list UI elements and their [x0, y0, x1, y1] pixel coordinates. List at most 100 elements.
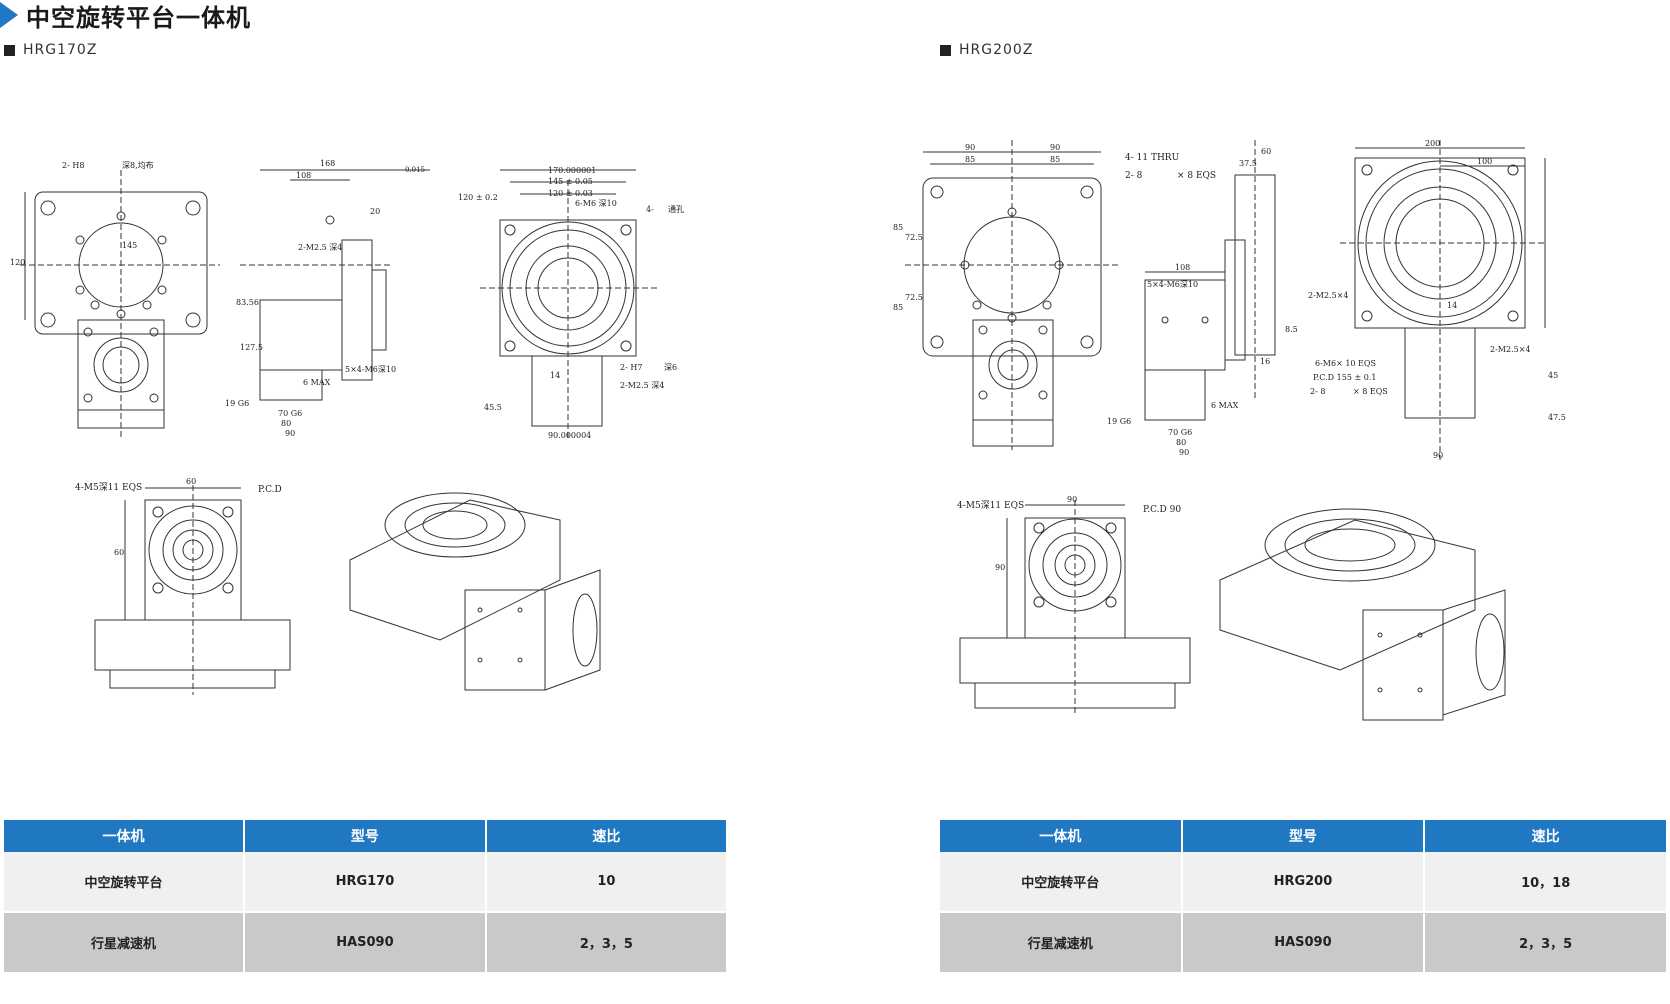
dim-label: 37.5: [1239, 159, 1257, 168]
dim-label: 19 G6: [1107, 417, 1131, 426]
dim-label: 100: [1477, 157, 1492, 166]
model-name-left: HRG170Z: [23, 42, 98, 58]
table-row: 中空旋转平台 HRG200 10，18: [940, 852, 1666, 911]
table-header: 型号: [245, 820, 485, 852]
dim-label: 90: [1067, 495, 1077, 504]
drawing-hrg200z: 90 90 85 85 4- 11 THRU 2- 8 × 8 EQS 85 8…: [893, 140, 1566, 721]
table-cell: HAS090: [1182, 913, 1424, 972]
dim-label: 108: [296, 171, 311, 180]
dim-label: 2- H7: [620, 363, 642, 372]
dim-label: 4- 11 THRU: [1125, 153, 1180, 163]
dim-label: 120: [10, 258, 25, 267]
dim-label: 6-M6× 10 EQS: [1315, 359, 1376, 368]
flange-view-170: [94, 485, 291, 695]
dim-label: 90: [1179, 448, 1189, 457]
dim-label: 72.5: [905, 233, 923, 242]
table-cell: HRG170: [245, 852, 485, 911]
dim-label: 83.56: [236, 298, 259, 307]
dim-label: 2- 8: [1310, 387, 1325, 396]
spec-table-right: 一体机 型号 速比 中空旋转平台 HRG200 10，18 行星减速机 HAS0…: [938, 820, 1668, 972]
dim-label: 60: [1261, 147, 1271, 156]
dim-label: 2- 8: [1125, 171, 1143, 181]
dim-label: 90: [965, 143, 975, 152]
dim-label: 19 G6: [225, 399, 249, 408]
table-cell: 10: [486, 852, 726, 911]
dim-label: 80: [1176, 438, 1186, 447]
model-label-left: HRG170Z: [4, 42, 97, 58]
dim-label: 14: [550, 371, 560, 380]
drawing-hrg170z: 2- H8 深8,均布 120 145 168 108 2-M2.5 深4 5×…: [10, 159, 684, 695]
side-view-200: [1144, 140, 1276, 421]
dim-label: 120 ± 0.03: [548, 189, 593, 198]
dim-label: 2-M2.5×4: [1308, 291, 1349, 300]
dim-label: 90: [1050, 143, 1060, 152]
table-cell: 中空旋转平台: [4, 852, 244, 911]
dim-label: 70 G6: [278, 409, 302, 418]
top-view-200: [1340, 140, 1546, 460]
dim-label: 90: [285, 429, 295, 438]
dim-label: 168: [320, 159, 335, 168]
table-cell: 中空旋转平台: [940, 852, 1181, 911]
dim-label: 深6: [664, 363, 677, 372]
table-header: 型号: [1182, 820, 1424, 852]
dim-label: 2-M2.5×4: [1490, 345, 1531, 354]
dim-label: 72.5: [905, 293, 923, 302]
dim-label: 6 MAX: [303, 378, 331, 387]
dim-label: 5×4-M6深10: [345, 365, 396, 374]
dim-label: 145 ± 0.05: [548, 177, 593, 186]
front-view-200: [905, 140, 1120, 450]
pcd-label: P.C.D 90: [1143, 505, 1181, 515]
dim-label: 80: [281, 419, 291, 428]
table-row: 行星减速机 HAS090 2，3，5: [940, 913, 1666, 972]
square-bullet-icon: [940, 44, 951, 56]
dim-label: 4-: [646, 205, 654, 214]
table-row: 行星减速机 HAS090 2，3，5: [4, 913, 726, 972]
dim-label: 45.5: [484, 403, 502, 412]
dim-label: × 8 EQS: [1177, 171, 1216, 181]
dim-label: 85: [1050, 155, 1060, 164]
table-header: 速比: [486, 820, 726, 852]
dim-label: 200: [1425, 140, 1440, 148]
table-cell: 行星减速机: [940, 913, 1181, 972]
dim-label: 6-M6 深10: [575, 199, 617, 208]
dim-label: 85: [893, 303, 903, 312]
spec-table-left: 一体机 型号 速比 中空旋转平台 HRG170 10 行星减速机 HAS090 …: [2, 820, 728, 972]
title-arrow-icon: [0, 2, 18, 28]
dim-label: 通孔: [668, 204, 684, 214]
dim-label: 45: [1548, 371, 1558, 380]
isometric-view-200: [1219, 508, 1506, 721]
table-row: 中空旋转平台 HRG170 10: [4, 852, 726, 911]
dim-label: 108: [1175, 263, 1190, 272]
dim-label: 14: [1447, 301, 1457, 310]
dim-label: 127.5: [240, 343, 263, 352]
dim-label: 60: [186, 477, 196, 486]
table-header: 一体机: [940, 820, 1181, 852]
page-title: 中空旋转平台一体机: [26, 3, 251, 32]
table-cell: 10，18: [1425, 852, 1666, 911]
dim-label: 90.000004: [548, 431, 591, 440]
dim-label: × 8 EQS: [1353, 387, 1388, 396]
dim-label: 深8,均布: [122, 160, 154, 170]
dim-label: 85: [893, 223, 903, 232]
dim-label: 47.5: [1548, 413, 1566, 422]
pcd-label: P.C.D: [258, 485, 282, 495]
dim-label: 70 G6: [1168, 428, 1192, 437]
dim-label: 2-M2.5 深4: [298, 243, 342, 252]
dim-label: 20: [370, 207, 380, 216]
dim-label: 0.015: [405, 166, 425, 174]
side-view-170: [240, 169, 430, 401]
front-view-170: [20, 170, 220, 440]
flange-label: 4-M5深11 EQS: [957, 500, 1024, 511]
dim-label: 90: [1433, 451, 1443, 460]
model-name-right: HRG200Z: [959, 42, 1034, 58]
dim-label: 85: [965, 155, 975, 164]
dim-label: 2-M2.5 深4: [620, 381, 664, 390]
dim-label: 60: [114, 548, 124, 557]
dim-label: 16: [1260, 357, 1270, 366]
dim-label: 8.5: [1285, 325, 1298, 334]
table-cell: HAS090: [245, 913, 485, 972]
top-view-170: [480, 169, 660, 440]
table-cell: 2，3，5: [1425, 913, 1666, 972]
table-cell: 行星减速机: [4, 913, 244, 972]
isometric-view-170: [349, 492, 601, 691]
